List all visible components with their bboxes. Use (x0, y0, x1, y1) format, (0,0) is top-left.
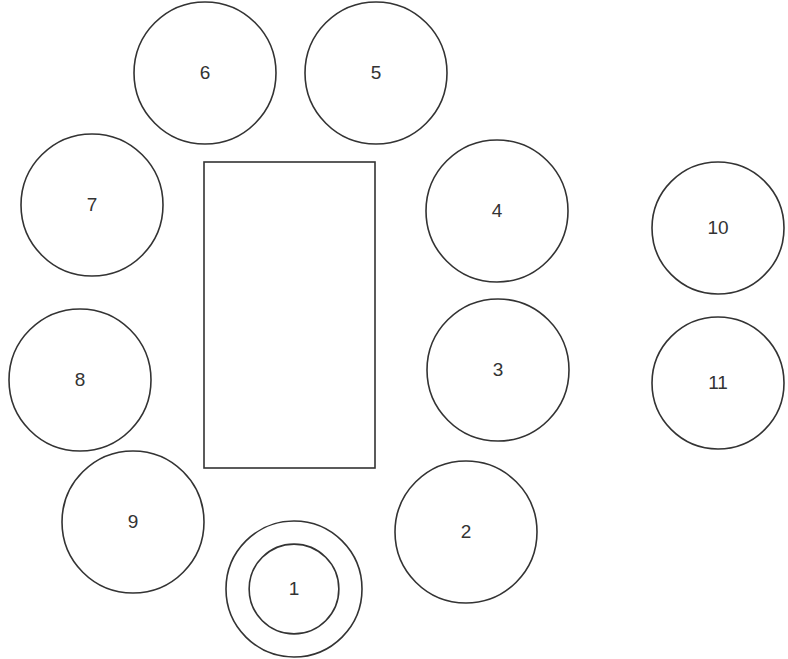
seat-number: 9 (128, 511, 139, 533)
seat-circle: 10 (651, 161, 785, 295)
seat-circle: 3 (426, 298, 570, 442)
seat-number: 5 (371, 62, 382, 84)
seat-circle: 6 (133, 1, 277, 145)
seat-number: 10 (707, 217, 728, 239)
seat-circle: 1 (225, 520, 363, 658)
seat-number: 11 (708, 372, 728, 394)
table-rectangle (204, 162, 375, 468)
seat-number: 6 (200, 62, 211, 84)
seat-circle: 7 (20, 133, 164, 277)
seat-circle: 5 (304, 1, 448, 145)
seat-number: 8 (75, 369, 86, 391)
seat-number: 3 (493, 359, 504, 381)
seat-circle: 2 (394, 460, 538, 604)
seat-circle: 4 (425, 139, 569, 283)
seat-number: 4 (492, 200, 503, 222)
seat-number: 1 (289, 578, 300, 600)
seat-number: 7 (87, 194, 98, 216)
seat-circle: 8 (8, 308, 152, 452)
seat-number: 2 (461, 521, 472, 543)
seat-circle: 11 (651, 316, 785, 450)
seat-circle: 9 (61, 450, 205, 594)
